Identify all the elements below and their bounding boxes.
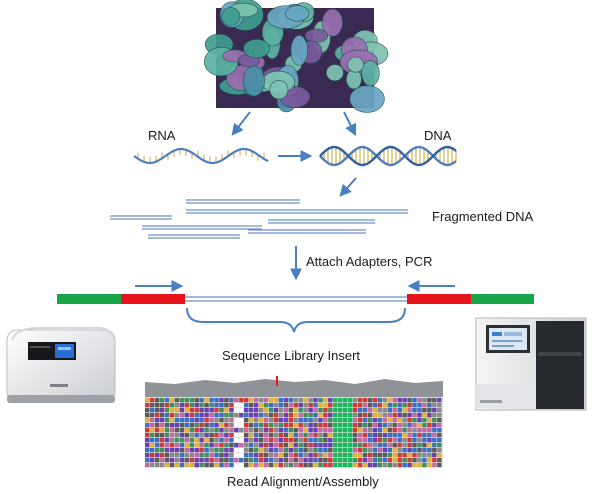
- cell: [361, 60, 380, 87]
- insert-brace: [186, 307, 406, 333]
- cell: [285, 5, 310, 22]
- cell: [347, 56, 365, 73]
- label-rna: RNA: [148, 128, 176, 143]
- cells-microscopy-image: [203, 0, 389, 113]
- dna-double-helix: [319, 145, 457, 167]
- cell: [269, 79, 289, 100]
- arrow-dna-to-fragments: [339, 177, 357, 197]
- benchtop-sequencer-image: [6, 327, 116, 403]
- dna-fragments: [110, 199, 408, 239]
- rna-helix: [133, 147, 269, 165]
- read-alignment-viewer-image: [145, 376, 443, 468]
- label-read-alignment: Read Alignment/Assembly: [227, 474, 379, 489]
- label-sequence-library-insert: Sequence Library Insert: [222, 348, 361, 363]
- cell: [243, 38, 271, 59]
- cell: [221, 7, 241, 26]
- cell: [349, 85, 385, 113]
- adapter-right-red: [407, 294, 471, 304]
- cell: [321, 8, 343, 37]
- label-dna: DNA: [424, 128, 452, 143]
- label-attach-adapters: Attach Adapters, PCR: [306, 254, 433, 269]
- arrow-cells-to-rna: [231, 111, 251, 136]
- adapter-left-red: [121, 294, 185, 304]
- cell: [304, 28, 329, 43]
- label-fragmented-dna: Fragmented DNA: [432, 209, 534, 224]
- library-construct: [57, 280, 534, 333]
- cell: [242, 65, 265, 97]
- cell: [290, 35, 308, 66]
- adapter-left-green: [57, 294, 121, 304]
- cell: [345, 69, 362, 90]
- hiseq-sequencer-image: [475, 317, 587, 411]
- arrow-cells-to-dna: [343, 111, 357, 137]
- cell: [325, 64, 344, 82]
- adapter-right-green: [471, 294, 534, 304]
